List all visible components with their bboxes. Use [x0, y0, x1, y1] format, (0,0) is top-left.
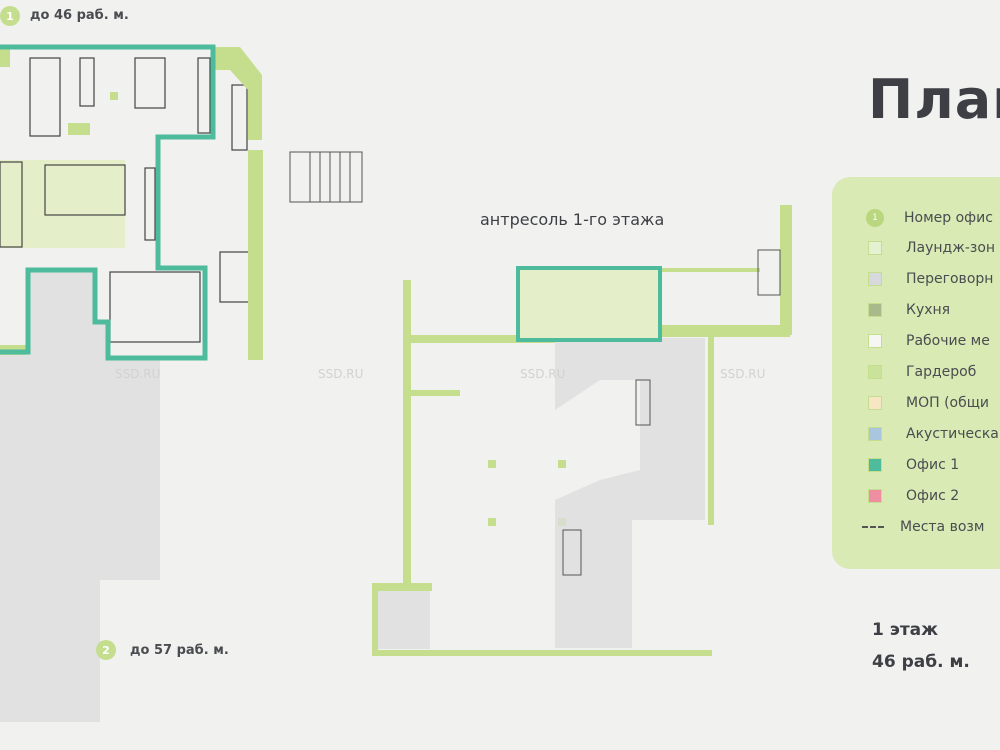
watermark: SSD.RU [720, 367, 766, 381]
legend-dash-line [862, 526, 884, 528]
legend-label: Номер офис [904, 210, 993, 226]
legend-swatch [868, 303, 882, 317]
legend-item: Рабочие ме [868, 333, 990, 349]
legend-label: Переговорн [906, 271, 994, 287]
small-gray-room [378, 591, 430, 649]
legend-item: Места возм [862, 519, 985, 535]
legend-swatch [868, 396, 882, 410]
legend-label: МОП (общи [906, 395, 990, 411]
office-1-capacity: до 46 раб. м. [30, 8, 129, 23]
legend-label: Гардероб [906, 364, 977, 380]
legend-item: Переговорн [868, 271, 993, 287]
office-2-capacity: до 57 раб. м. [130, 643, 229, 658]
workstations [0, 57, 251, 343]
office-1-badge: 1 [0, 6, 20, 26]
mezzanine-gray-area [555, 338, 705, 648]
legend-swatch [868, 272, 882, 286]
legend-item: Акустическа [868, 426, 999, 442]
legend-swatch [868, 458, 882, 472]
office-2-area [0, 270, 160, 722]
page-title: План [868, 68, 1000, 131]
mezzanine-office-1-outline [516, 266, 662, 342]
legend-label: Офис 1 [906, 457, 960, 473]
stairs [289, 151, 781, 576]
legend-swatch [868, 241, 882, 255]
legend-swatch [868, 334, 882, 348]
legend-item: Гардероб [868, 364, 976, 380]
legend-item: 1 Номер офис [866, 209, 993, 227]
mezzanine-lounge [520, 270, 658, 338]
legend-badge: 1 [866, 209, 884, 227]
legend-item: Офис 1 [868, 457, 959, 473]
legend-item: МОП (общи [868, 395, 989, 411]
legend-item: Офис 2 [868, 488, 959, 504]
legend-label: Лаундж-зон [906, 240, 996, 256]
legend-label: Офис 2 [906, 488, 960, 504]
legend-item: Лаундж-зон [868, 240, 995, 256]
floor-seats: 46 раб. м. [872, 652, 970, 672]
legend-label: Места возм [900, 519, 985, 535]
legend-label: Рабочие ме [906, 333, 990, 349]
floor-level: 1 этаж [872, 620, 939, 640]
legend-swatch [868, 427, 882, 441]
legend-label: Кухня [906, 302, 951, 318]
legend-item: Кухня [868, 302, 950, 318]
watermark: SSD.RU [115, 367, 161, 381]
office-1-outline [0, 44, 216, 361]
legend-swatch [868, 489, 882, 503]
watermark: SSD.RU [520, 367, 566, 381]
office-2-badge: 2 [96, 640, 116, 660]
legend-label: Акустическа [906, 426, 999, 442]
legend-swatch [868, 365, 882, 379]
mezzanine-label: антресоль 1-го этажа [480, 210, 665, 229]
lounge-zone [0, 160, 125, 248]
green-walls [0, 47, 792, 656]
watermark: SSD.RU [318, 367, 364, 381]
